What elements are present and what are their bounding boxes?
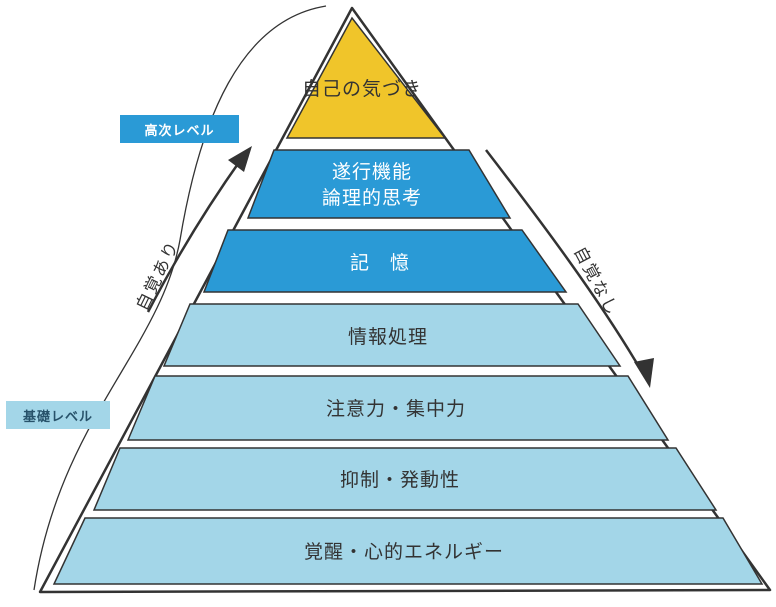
up-arrow <box>146 157 244 313</box>
level-arousal <box>52 517 764 585</box>
level-executive-function-label-2: 論理的思考 <box>322 187 422 209</box>
pyramid-outline <box>38 6 772 594</box>
level-information-processing <box>162 303 622 367</box>
level-inhibition <box>92 447 718 511</box>
level-attention-label: 注意力・集中力 <box>326 398 466 420</box>
level-executive-function <box>246 149 512 219</box>
level-executive-function-label-1: 遂行機能 <box>332 161 412 183</box>
down-arrow <box>485 149 644 373</box>
level-memory <box>202 229 568 293</box>
level-self-awareness <box>285 16 447 139</box>
high-level-tag: 高次レベル <box>120 115 239 143</box>
level-information-processing-label: 情報処理 <box>348 326 428 348</box>
level-attention <box>126 375 670 441</box>
left-aware-curve <box>33 5 327 591</box>
level-self-awareness-label: 自己の気づき <box>302 78 422 100</box>
level-arousal-label: 覚醒・心的エネルギー <box>304 541 504 563</box>
level-inhibition-label: 抑制・発動性 <box>340 469 460 491</box>
level-memory-label: 記 憶 <box>350 252 410 274</box>
up-arrow-head-icon <box>228 146 252 172</box>
down-arrow-head-icon <box>634 358 654 388</box>
base-level-tag: 基礎レベル <box>6 401 110 429</box>
